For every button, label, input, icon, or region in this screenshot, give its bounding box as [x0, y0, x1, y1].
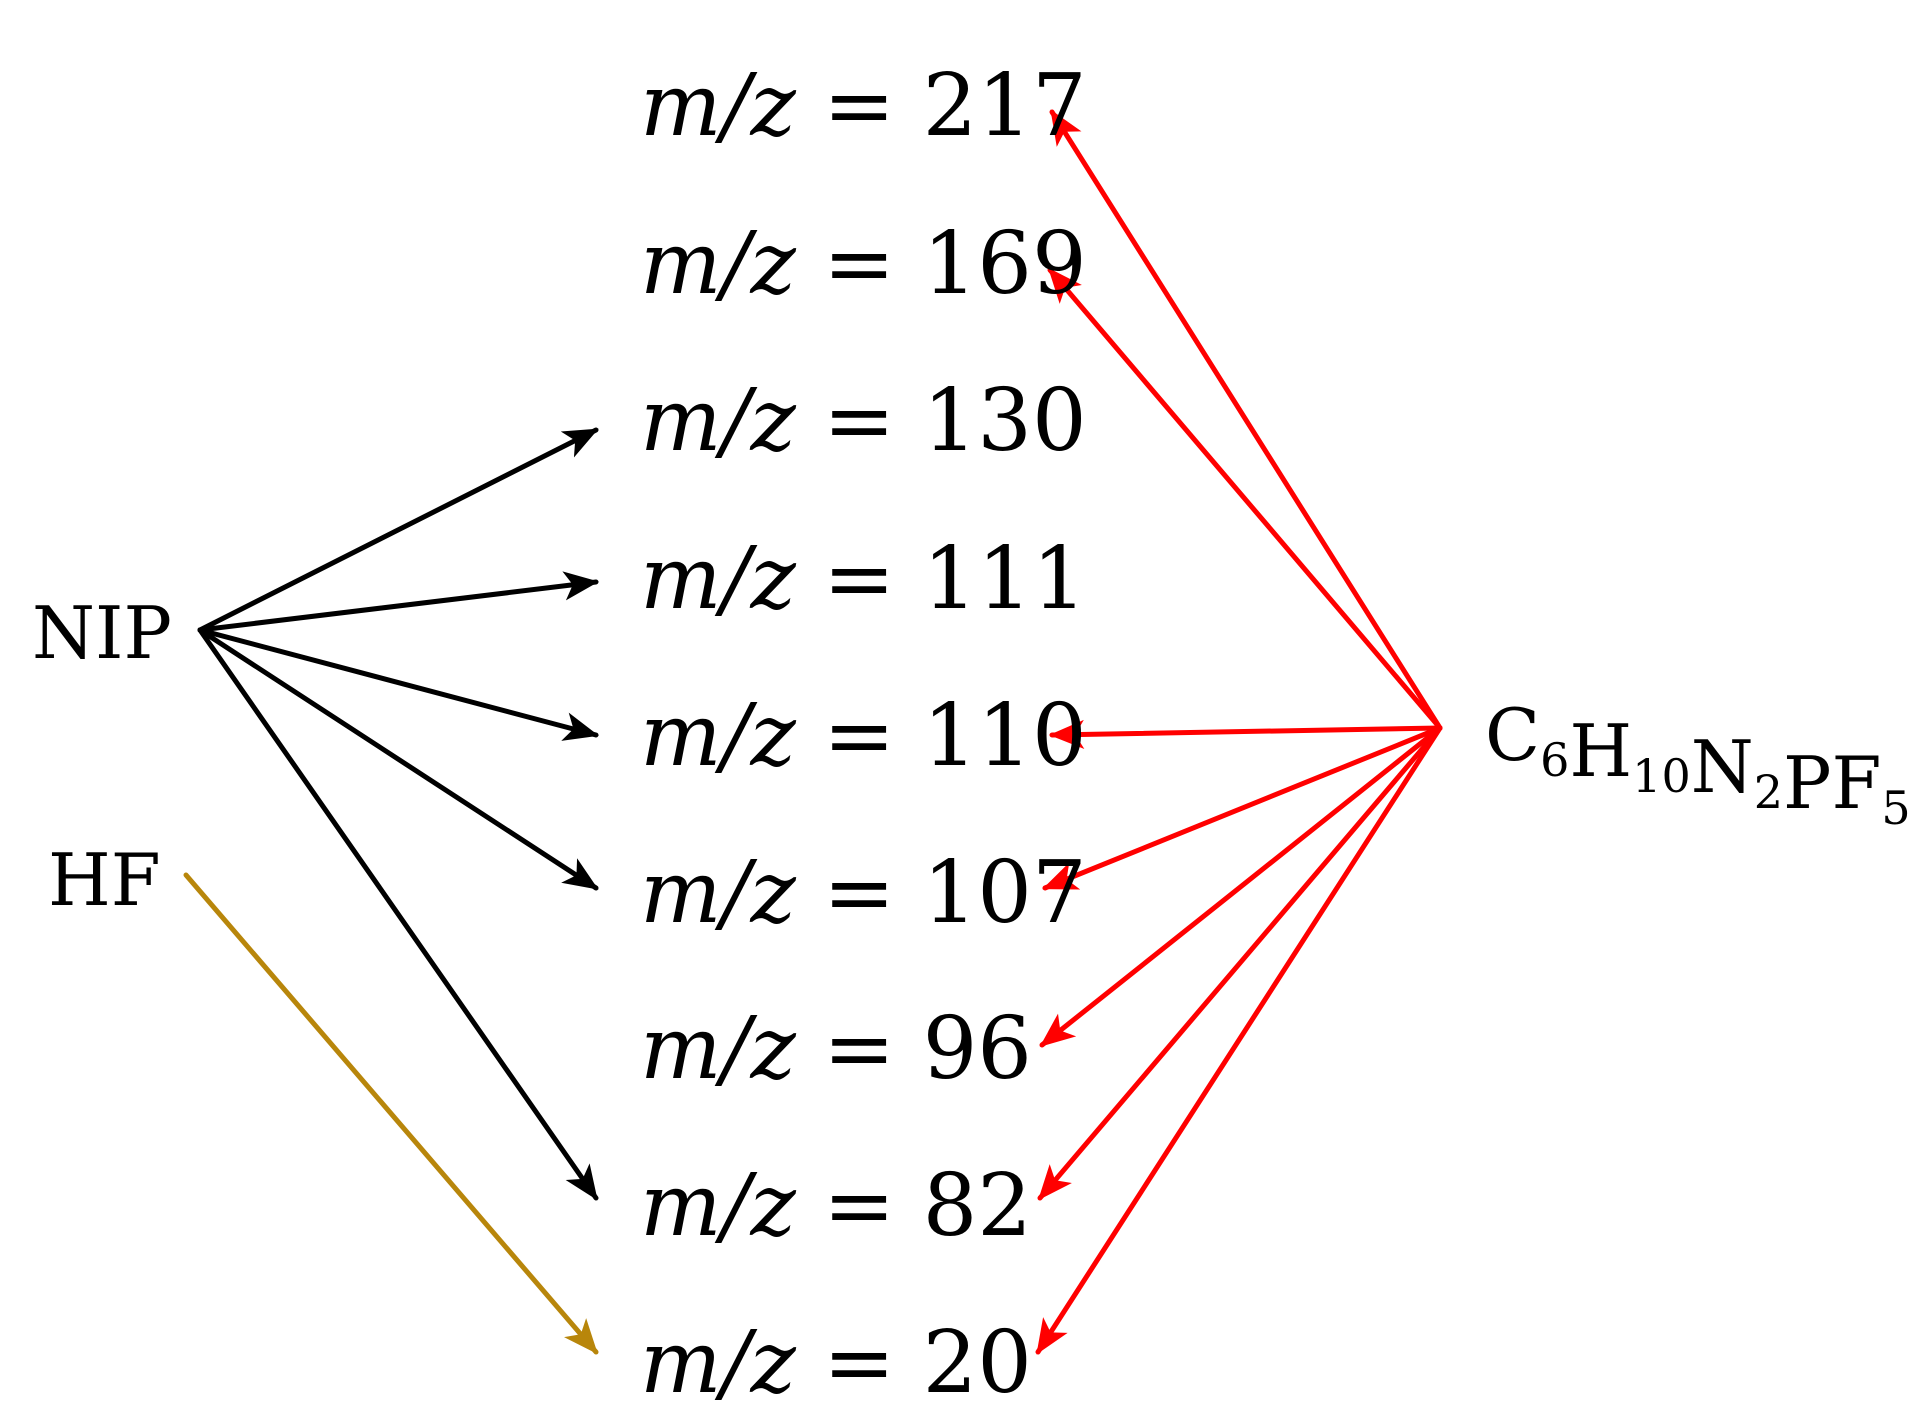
source-label-nip: NIP — [32, 591, 172, 675]
edge-hf-to-20 — [183, 872, 599, 1355]
mz-value: = 217 — [796, 56, 1087, 156]
mz-value: = 130 — [796, 371, 1087, 471]
mz-label-217: m/z = 217 — [640, 56, 1087, 156]
mz-label-96: m/z = 96 — [640, 999, 1032, 1099]
formula-element: N — [1691, 725, 1754, 809]
mz-value: = 20 — [796, 1313, 1032, 1413]
mz-label-82: m/z = 82 — [640, 1156, 1032, 1256]
mz-value: = 169 — [796, 214, 1087, 314]
edges-layer — [183, 109, 1443, 1355]
mz-prefix: m/z — [640, 1156, 797, 1256]
source-label-salt-formula: C6H10N2PF5 — [1485, 693, 1911, 835]
mz-label-20: m/z = 20 — [640, 1313, 1032, 1413]
mz-prefix: m/z — [640, 371, 797, 471]
mz-label-130: m/z = 130 — [640, 371, 1087, 471]
mz-prefix: m/z — [640, 1313, 797, 1413]
edge-nip-to-107 — [197, 627, 599, 891]
edge-salt-to-110 — [1049, 719, 1443, 750]
formula-element: F — [1831, 741, 1881, 825]
source-label-hf: HF — [48, 838, 161, 922]
mz-value: = 82 — [796, 1156, 1032, 1256]
mz-prefix: m/z — [640, 529, 797, 629]
mz-label-111: m/z = 111 — [640, 529, 1087, 629]
mz-prefix: m/z — [640, 999, 797, 1099]
mz-value: = 110 — [796, 686, 1087, 786]
mz-prefix: m/z — [640, 686, 797, 786]
formula-element: P — [1783, 741, 1831, 825]
mz-prefix: m/z — [640, 843, 797, 943]
formula-element: H — [1569, 709, 1632, 793]
edge-nip-to-82 — [197, 627, 599, 1201]
formula-subscript: 6 — [1540, 733, 1569, 787]
mz-value: = 111 — [796, 529, 1087, 629]
mz-label-169: m/z = 169 — [640, 214, 1087, 314]
mz-prefix: m/z — [640, 214, 797, 314]
edge-salt-to-107 — [1042, 725, 1443, 891]
mz-prefix: m/z — [640, 56, 797, 156]
mz-value: = 96 — [796, 999, 1032, 1099]
edge-salt-to-96 — [1039, 725, 1443, 1048]
mz-value: = 107 — [796, 843, 1087, 943]
edge-salt-to-217 — [1049, 109, 1443, 731]
edge-salt-to-82 — [1037, 725, 1443, 1201]
formula-subscript: 2 — [1754, 765, 1783, 819]
edge-nip-to-110 — [197, 627, 599, 741]
edge-nip-to-130 — [197, 427, 599, 633]
mz-label-107: m/z = 107 — [640, 843, 1087, 943]
formula-subscript: 10 — [1632, 749, 1691, 803]
edge-nip-to-111 — [197, 571, 599, 633]
edge-salt-to-169 — [1047, 267, 1443, 731]
mz-label-110: m/z = 110 — [640, 686, 1087, 786]
formula-element: C — [1485, 693, 1540, 777]
formula-subscript: 5 — [1881, 781, 1910, 835]
edge-salt-to-20 — [1035, 725, 1443, 1355]
